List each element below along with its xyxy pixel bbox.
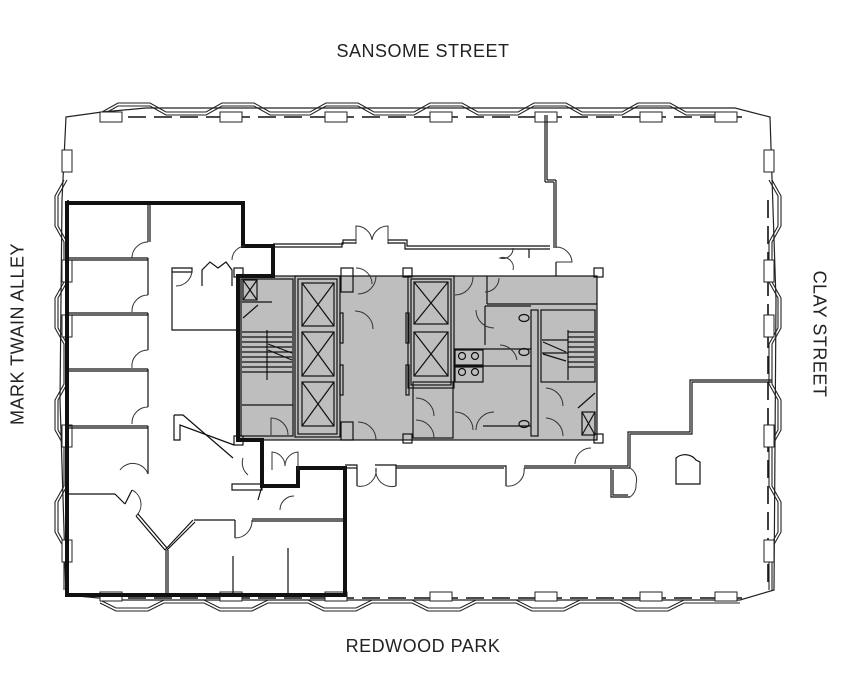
elevator-icon [301, 381, 335, 427]
building-facade [54, 102, 782, 612]
elevator-icon [301, 282, 335, 327]
stair-left [242, 330, 293, 436]
street-label-south: REDWOOD PARK [345, 636, 501, 656]
elevator-bank-right [405, 275, 455, 396]
elevator-icon [413, 281, 449, 325]
elevator-icon [413, 331, 449, 377]
restrooms [454, 276, 597, 437]
corridor-walls [273, 115, 772, 498]
stair-right [540, 309, 596, 437]
suite-west [65, 201, 347, 597]
building-core [233, 267, 604, 446]
street-label-north: SANSOME STREET [336, 41, 510, 61]
elevator-bank-left [294, 275, 344, 438]
core-area [237, 276, 597, 440]
elevator-icon [301, 331, 335, 377]
office-row [68, 257, 345, 595]
